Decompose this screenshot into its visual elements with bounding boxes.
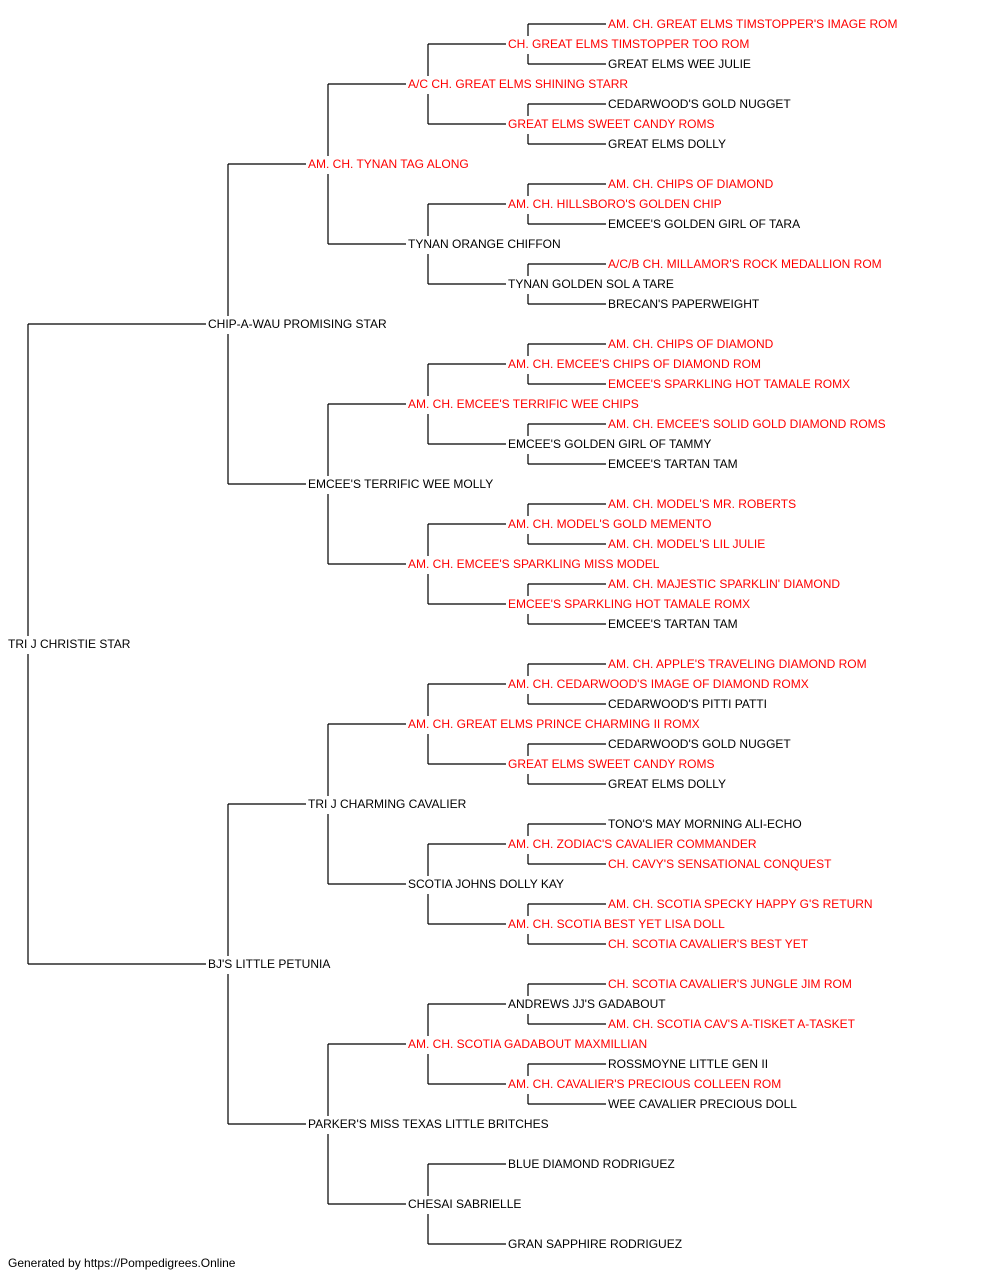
dog-name-root-s-d-d-d: EMCEE'S SPARKLING HOT TAMALE ROMX: [508, 597, 750, 611]
dog-name-root-d-s-d-d-d: CH. SCOTIA CAVALIER'S BEST YET: [608, 937, 809, 951]
dog-name-root-s-s-d-s-d: EMCEE'S GOLDEN GIRL OF TARA: [608, 217, 800, 231]
dog-name-root-d-s-s-s-s: AM. CH. APPLE'S TRAVELING DIAMOND ROM: [608, 657, 867, 671]
dog-name-root-s-d-s-s: AM. CH. EMCEE'S CHIPS OF DIAMOND ROM: [508, 357, 761, 371]
dog-name-root-d-d-s-d-d: WEE CAVALIER PRECIOUS DOLL: [608, 1097, 797, 1111]
dog-name-root-s-d-d-s: AM. CH. MODEL'S GOLD MEMENTO: [508, 517, 711, 531]
dog-name-root-s-d-d: AM. CH. EMCEE'S SPARKLING MISS MODEL: [408, 557, 660, 571]
dog-name-root-s-d-s-d-d: EMCEE'S TARTAN TAM: [608, 457, 738, 471]
dog-name-root-s-s-d-s-s: AM. CH. CHIPS OF DIAMOND: [608, 177, 774, 191]
dog-name-root: TRI J CHRISTIE STAR: [8, 637, 131, 651]
dog-name-root-s: CHIP-A-WAU PROMISING STAR: [208, 317, 387, 331]
dog-name-root-d-d-s-d: AM. CH. CAVALIER'S PRECIOUS COLLEEN ROM: [508, 1077, 781, 1091]
dog-name-root-s-s-s-s: CH. GREAT ELMS TIMSTOPPER TOO ROM: [508, 37, 749, 51]
dog-name-root-s-s-s-d-s: CEDARWOOD'S GOLD NUGGET: [608, 97, 791, 111]
dog-name-root-s-d-s-d: EMCEE'S GOLDEN GIRL OF TAMMY: [508, 437, 711, 451]
dog-name-root-s-d-d-d-s: AM. CH. MAJESTIC SPARKLIN' DIAMOND: [608, 577, 840, 591]
dog-name-root-s-d-d-s-d: AM. CH. MODEL'S LIL JULIE: [608, 537, 765, 551]
dog-name-root-s-s-s: A/C CH. GREAT ELMS SHINING STARR: [408, 77, 628, 91]
dog-name-root-d-s-d-d: AM. CH. SCOTIA BEST YET LISA DOLL: [508, 917, 725, 931]
dog-name-root-s-s-d-d: TYNAN GOLDEN SOL A TARE: [508, 277, 674, 291]
dog-name-root-d-s-d-s-d: CH. CAVY'S SENSATIONAL CONQUEST: [608, 857, 832, 871]
dog-name-root-s-d-s-s-s: AM. CH. CHIPS OF DIAMOND: [608, 337, 774, 351]
dog-name-root-s-d-s-s-d: EMCEE'S SPARKLING HOT TAMALE ROMX: [608, 377, 850, 391]
dog-name-root-d-s-s-d: GREAT ELMS SWEET CANDY ROMS: [508, 757, 714, 771]
dog-name-root-d-s-s-d-d: GREAT ELMS DOLLY: [608, 777, 726, 791]
dog-name-root-s-s-s-s-s: AM. CH. GREAT ELMS TIMSTOPPER'S IMAGE RO…: [608, 17, 897, 31]
pedigree-tree: TRI J CHRISTIE STAR CHIP-A-WAU PROMISING …: [8, 17, 897, 1250]
dog-name-root-s-d-s: AM. CH. EMCEE'S TERRIFIC WEE CHIPS: [408, 397, 639, 411]
dog-name-root-d-d-s: AM. CH. SCOTIA GADABOUT MAXMILLIAN: [408, 1037, 647, 1051]
dog-name-root-d-s-s-s-d: CEDARWOOD'S PITTI PATTI: [608, 697, 767, 711]
dog-name-root-s-s-d: TYNAN ORANGE CHIFFON: [408, 237, 561, 251]
dog-name-root-s-d-d-d-d: EMCEE'S TARTAN TAM: [608, 617, 738, 631]
dog-name-root-s-s-s-d: GREAT ELMS SWEET CANDY ROMS: [508, 117, 714, 131]
dog-name-root-d-d-d-d: GRAN SAPPHIRE RODRIGUEZ: [508, 1237, 682, 1250]
dog-name-root-d-s-d: SCOTIA JOHNS DOLLY KAY: [408, 877, 564, 891]
dog-name-root-s-s: AM. CH. TYNAN TAG ALONG: [308, 157, 469, 171]
dog-name-root-d-s: TRI J CHARMING CAVALIER: [308, 797, 467, 811]
dog-name-root-s-d-s-d-s: AM. CH. EMCEE'S SOLID GOLD DIAMOND ROMS: [608, 417, 886, 431]
dog-name-root-d-d-d: CHESAI SABRIELLE: [408, 1197, 521, 1211]
dog-name-root-d-d-s-s: ANDREWS JJ'S GADABOUT: [508, 997, 666, 1011]
dog-name-root-s-d-d-s-s: AM. CH. MODEL'S MR. ROBERTS: [608, 497, 796, 511]
dog-name-root-s-s-d-d-s: A/C/B CH. MILLAMOR'S ROCK MEDALLION ROM: [608, 257, 882, 271]
dog-name-root-d-s-d-s-s: TONO'S MAY MORNING ALI-ECHO: [608, 817, 802, 831]
dog-name-root-d-s-d-s: AM. CH. ZODIAC'S CAVALIER COMMANDER: [508, 837, 757, 851]
dog-name-root-d-d-s-s-d: AM. CH. SCOTIA CAV'S A-TISKET A-TASKET: [608, 1017, 856, 1031]
dog-name-root-d-d-s-d-s: ROSSMOYNE LITTLE GEN II: [608, 1057, 768, 1071]
dog-name-root-d-s-s-s: AM. CH. CEDARWOOD'S IMAGE OF DIAMOND ROM…: [508, 677, 809, 691]
dog-name-root-s-s-s-s-d: GREAT ELMS WEE JULIE: [608, 57, 751, 71]
dog-name-root-d-s-s-d-s: CEDARWOOD'S GOLD NUGGET: [608, 737, 791, 751]
dog-name-root-d-d: PARKER'S MISS TEXAS LITTLE BRITCHES: [308, 1117, 549, 1131]
dog-name-root-s-s-d-d-d: BRECAN'S PAPERWEIGHT: [608, 297, 760, 311]
dog-name-root-s-d: EMCEE'S TERRIFIC WEE MOLLY: [308, 477, 493, 491]
dog-name-root-d-s-s: AM. CH. GREAT ELMS PRINCE CHARMING II RO…: [408, 717, 700, 731]
footer-credit: Generated by https://Pompedigrees.Online: [8, 1256, 236, 1270]
dog-name-root-s-s-s-d-d: GREAT ELMS DOLLY: [608, 137, 726, 151]
dog-name-root-d-d-s-s-s: CH. SCOTIA CAVALIER'S JUNGLE JIM ROM: [608, 977, 852, 991]
dog-name-root-d-s-d-d-s: AM. CH. SCOTIA SPECKY HAPPY G'S RETURN: [608, 897, 873, 911]
dog-name-root-s-s-d-s: AM. CH. HILLSBORO'S GOLDEN CHIP: [508, 197, 722, 211]
dog-name-root-d: BJ'S LITTLE PETUNIA: [208, 957, 330, 971]
dog-name-root-d-d-d-s: BLUE DIAMOND RODRIGUEZ: [508, 1157, 675, 1171]
